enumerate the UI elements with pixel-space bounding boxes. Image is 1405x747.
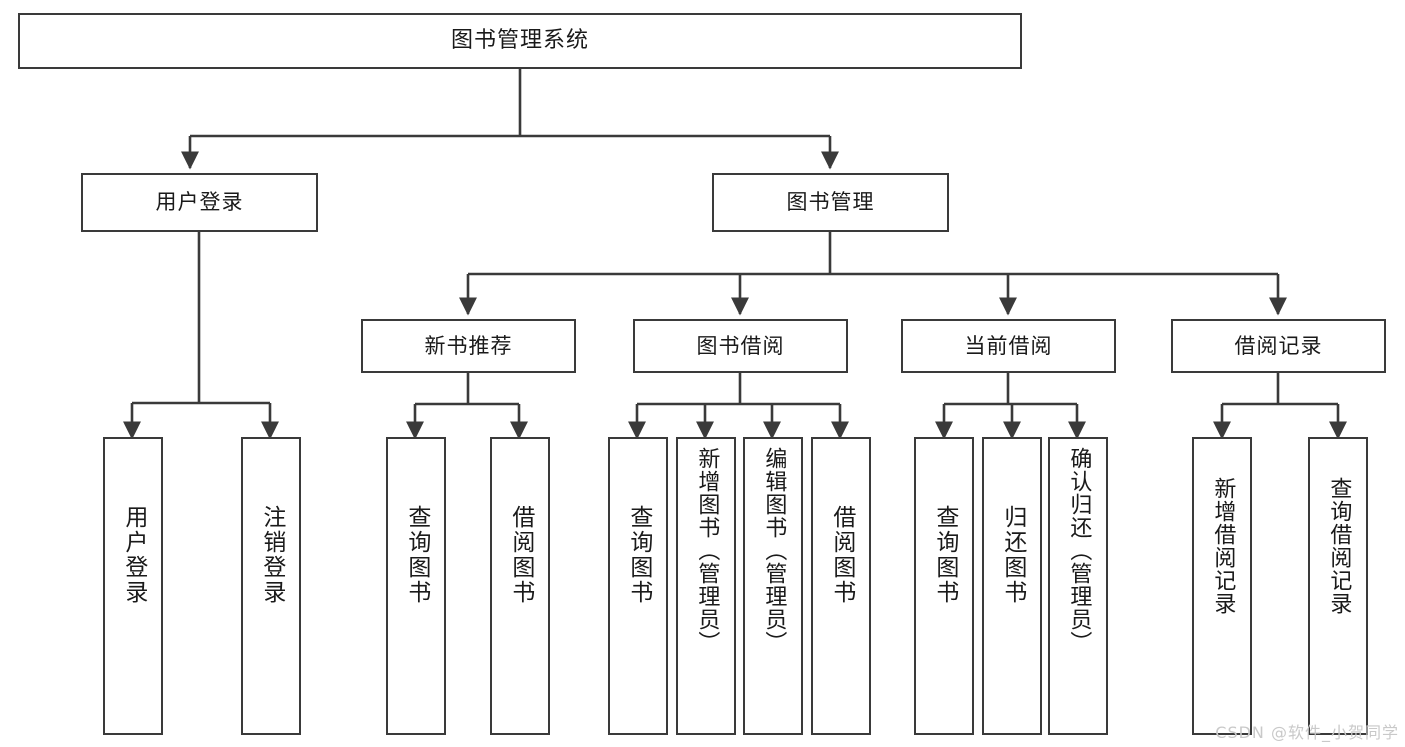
node-leaf-borrow-book-2[interactable]: 借阅图书 (811, 437, 871, 735)
node-book-borrow-label: 图书借阅 (696, 333, 785, 358)
node-leaf-confirm-return[interactable]: 确认归还（管理员） (1048, 437, 1108, 735)
node-leaf-logout[interactable]: 注销登录 (241, 437, 301, 735)
node-leaf-query-book-1-label: 查询图书 (403, 505, 430, 605)
node-leaf-query-book-2-label: 查询图书 (625, 505, 652, 605)
node-book-manage-label: 图书管理 (786, 190, 875, 215)
node-leaf-add-record-label: 新增借阅记录 (1210, 477, 1236, 615)
node-leaf-query-record[interactable]: 查询借阅记录 (1308, 437, 1368, 735)
node-leaf-add-book[interactable]: 新增图书（管理员） (676, 437, 736, 735)
watermark: CSDN @软件_小贺同学 (1215, 723, 1399, 742)
node-leaf-user-login[interactable]: 用户登录 (103, 437, 163, 735)
node-root[interactable]: 图书管理系统 (18, 13, 1022, 69)
node-borrow-record-label: 借阅记录 (1234, 333, 1323, 358)
node-current-borrow-label: 当前借阅 (964, 333, 1053, 358)
node-leaf-add-record[interactable]: 新增借阅记录 (1192, 437, 1252, 735)
node-leaf-add-book-label: 新增图书（管理员） (694, 447, 720, 654)
node-leaf-user-login-label: 用户登录 (120, 505, 147, 605)
node-leaf-query-book-1[interactable]: 查询图书 (386, 437, 446, 735)
node-leaf-query-book-2[interactable]: 查询图书 (608, 437, 668, 735)
node-user-login-label: 用户登录 (155, 190, 244, 215)
node-leaf-borrow-book-1[interactable]: 借阅图书 (490, 437, 550, 735)
node-leaf-logout-label: 注销登录 (258, 505, 285, 605)
node-leaf-query-book-3-label: 查询图书 (931, 505, 958, 605)
node-leaf-query-record-label: 查询借阅记录 (1326, 477, 1352, 615)
node-leaf-return-book[interactable]: 归还图书 (982, 437, 1042, 735)
node-leaf-borrow-book-1-label: 借阅图书 (507, 505, 534, 605)
node-leaf-return-book-label: 归还图书 (999, 505, 1026, 605)
node-leaf-borrow-book-2-label: 借阅图书 (828, 505, 855, 605)
node-book-borrow[interactable]: 图书借阅 (633, 319, 848, 373)
node-leaf-edit-book[interactable]: 编辑图书（管理员） (743, 437, 803, 735)
node-leaf-confirm-return-label: 确认归还（管理员） (1066, 447, 1092, 654)
node-leaf-query-book-3[interactable]: 查询图书 (914, 437, 974, 735)
node-new-book-rec[interactable]: 新书推荐 (361, 319, 576, 373)
node-new-book-rec-label: 新书推荐 (424, 333, 513, 358)
node-current-borrow[interactable]: 当前借阅 (901, 319, 1116, 373)
node-leaf-edit-book-label: 编辑图书（管理员） (761, 447, 787, 654)
node-book-manage[interactable]: 图书管理 (712, 173, 949, 232)
node-root-label: 图书管理系统 (450, 28, 589, 54)
node-user-login[interactable]: 用户登录 (81, 173, 318, 232)
node-borrow-record[interactable]: 借阅记录 (1171, 319, 1386, 373)
